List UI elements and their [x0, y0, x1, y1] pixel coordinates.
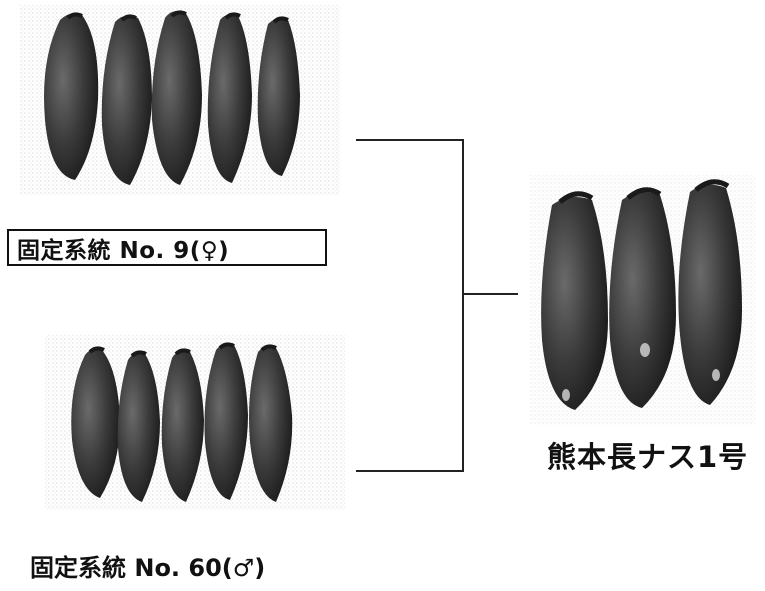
bracket-output-line — [462, 293, 518, 295]
female-parent-photo — [20, 0, 350, 200]
hybrid-photo — [530, 170, 760, 430]
hybrid-label: 熊本長ナス1号 — [547, 434, 748, 476]
bracket-bottom-line — [356, 470, 464, 472]
bracket-vertical-line — [462, 139, 464, 472]
female-parent-label: 固定系統 No. 9(♀) — [17, 231, 229, 265]
male-parent-photo — [40, 330, 360, 520]
bracket-top-line — [356, 139, 464, 141]
female-parent-label-box: 固定系統 No. 9(♀) — [7, 229, 327, 266]
male-parent-label: 固定系統 No. 60(♂) — [30, 548, 265, 583]
